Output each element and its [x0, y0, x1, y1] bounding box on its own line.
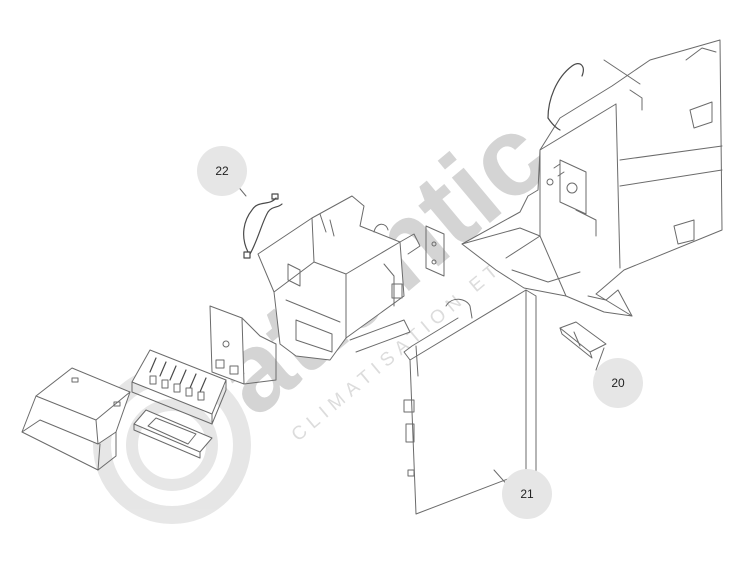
callout-22: 22 [197, 146, 247, 196]
part-terminal-block [131, 349, 227, 425]
callout-21-label: 21 [520, 487, 534, 501]
part-clip [559, 321, 607, 359]
part-wire-harness [243, 193, 283, 259]
part-central-chassis [257, 195, 445, 361]
part-cable-clamp [133, 409, 213, 459]
part-main-housing [461, 39, 723, 317]
part-bracket-plate [209, 305, 277, 385]
callout-21: 21 [502, 469, 552, 519]
callout-20: 20 [593, 358, 643, 408]
callout-20-label: 20 [611, 376, 625, 390]
part-base-cover [21, 367, 131, 471]
leader-20 [595, 347, 605, 371]
callout-22-label: 22 [215, 164, 229, 178]
